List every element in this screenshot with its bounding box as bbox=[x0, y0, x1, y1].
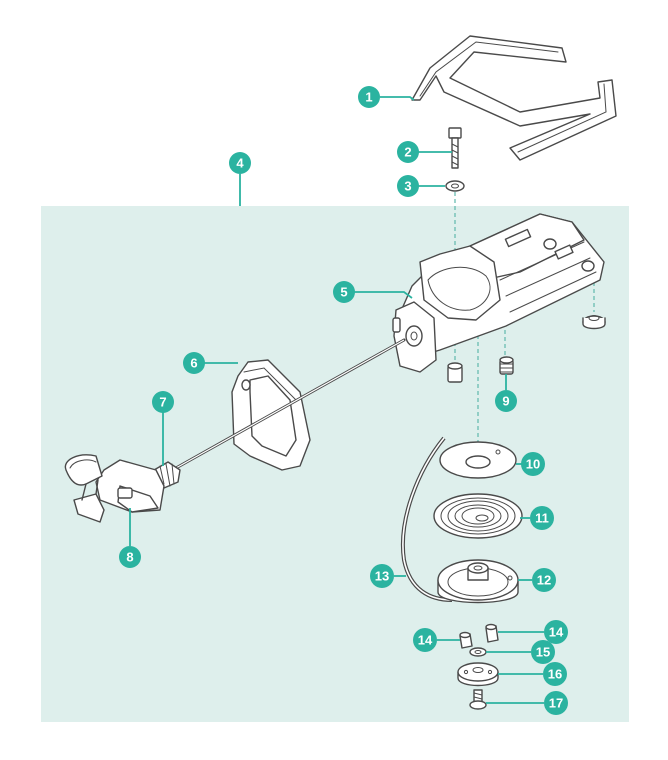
svg-text:10: 10 bbox=[526, 457, 540, 472]
svg-text:9: 9 bbox=[502, 394, 509, 409]
part-washer bbox=[445, 180, 465, 192]
callout-16: 16 bbox=[543, 662, 567, 686]
part-pulley bbox=[437, 559, 519, 604]
part-pawl-right bbox=[485, 623, 499, 643]
part-spring-bushing bbox=[499, 356, 514, 375]
callout-11: 11 bbox=[530, 506, 554, 530]
svg-text:15: 15 bbox=[536, 645, 550, 660]
svg-text:5: 5 bbox=[340, 285, 347, 300]
part-spiral-spring bbox=[433, 493, 523, 539]
svg-text:11: 11 bbox=[535, 511, 549, 526]
callout-14-left: 14 bbox=[413, 628, 437, 652]
callout-8: 8 bbox=[119, 546, 141, 568]
svg-text:17: 17 bbox=[549, 696, 563, 711]
part-starter-rope bbox=[401, 436, 453, 602]
part-throttle-bracket bbox=[64, 454, 165, 523]
svg-text:12: 12 bbox=[537, 573, 551, 588]
part-handle-housing bbox=[392, 213, 605, 373]
callout-6: 6 bbox=[183, 352, 205, 374]
part-wire-guard bbox=[411, 35, 617, 161]
callout-17: 17 bbox=[544, 691, 568, 715]
callout-5: 5 bbox=[333, 281, 355, 303]
svg-text:4: 4 bbox=[236, 156, 244, 171]
callout-13: 13 bbox=[370, 564, 394, 588]
leader-lines bbox=[129, 96, 544, 704]
part-bolt bbox=[448, 127, 462, 169]
callout-9: 9 bbox=[495, 390, 517, 412]
callout-12: 12 bbox=[532, 568, 556, 592]
svg-text:13: 13 bbox=[375, 569, 389, 584]
svg-text:3: 3 bbox=[404, 179, 411, 194]
svg-text:2: 2 bbox=[404, 145, 411, 160]
svg-text:14: 14 bbox=[549, 625, 564, 640]
part-ratchet-disc bbox=[457, 662, 499, 687]
callout-3: 3 bbox=[397, 175, 419, 197]
callout-7: 7 bbox=[152, 391, 174, 413]
callout-14-right: 14 bbox=[544, 620, 568, 644]
callout-2: 2 bbox=[397, 141, 419, 163]
callout-15: 15 bbox=[531, 640, 555, 664]
part-cable bbox=[174, 338, 406, 470]
svg-text:7: 7 bbox=[159, 395, 166, 410]
callout-1: 1 bbox=[358, 86, 380, 108]
part-plate bbox=[439, 441, 517, 479]
callout-4: 4 bbox=[229, 152, 251, 174]
svg-text:14: 14 bbox=[418, 633, 433, 648]
svg-text:6: 6 bbox=[190, 356, 197, 371]
part-pawl-left bbox=[459, 631, 473, 649]
callout-10: 10 bbox=[521, 452, 545, 476]
part-nut-right bbox=[582, 315, 606, 330]
part-small-washer bbox=[469, 647, 487, 657]
svg-text:8: 8 bbox=[126, 550, 133, 565]
svg-text:1: 1 bbox=[365, 90, 372, 105]
svg-text:16: 16 bbox=[548, 667, 562, 682]
part-spacer bbox=[447, 362, 463, 383]
part-screw bbox=[469, 689, 487, 710]
